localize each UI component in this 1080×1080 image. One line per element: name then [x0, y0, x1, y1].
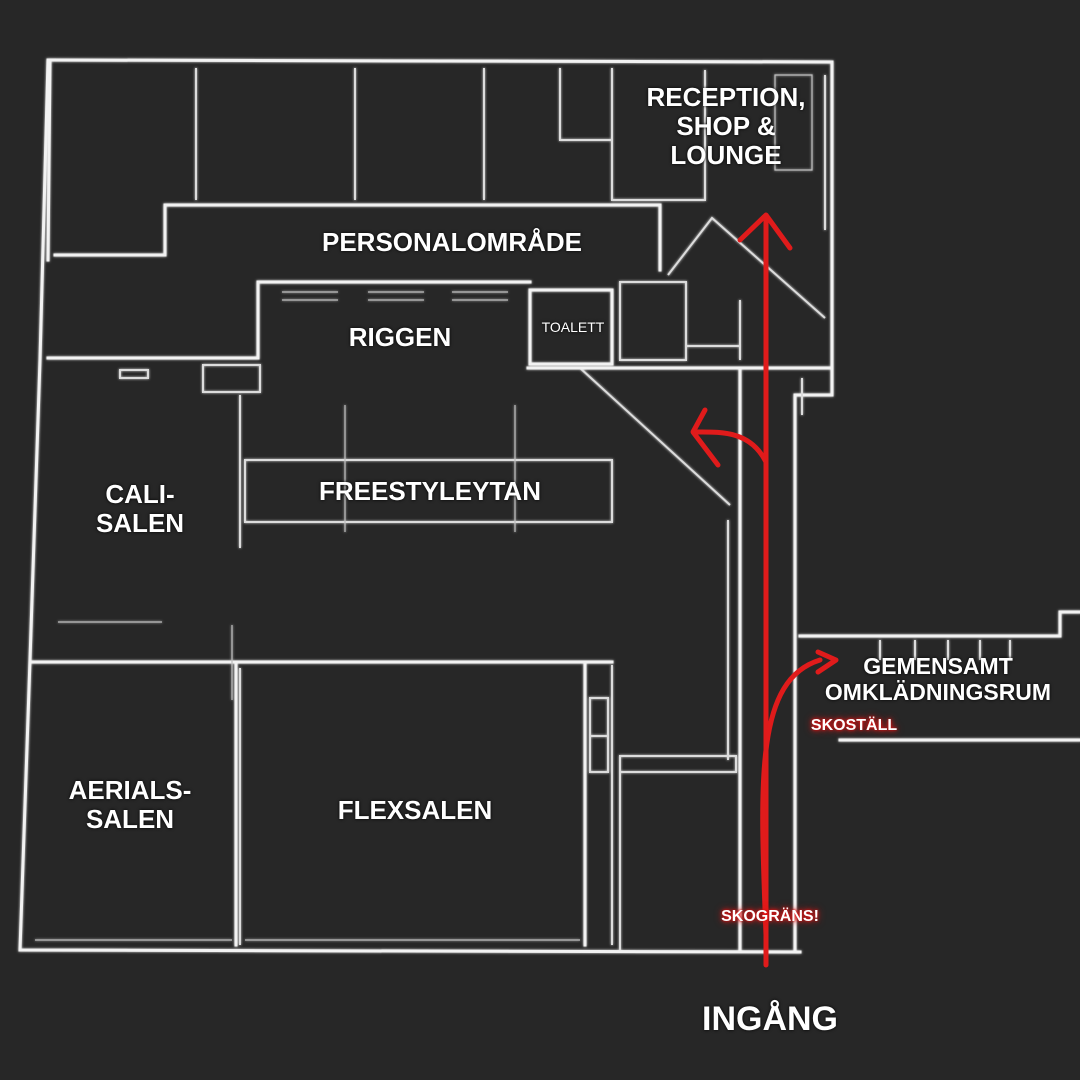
room-label-flexsalen: FLEXSALEN: [337, 795, 493, 825]
route-arrow-changing-head: [815, 649, 839, 675]
room-label-riggen: RIGGEN: [348, 322, 452, 352]
route-arrows: [690, 212, 839, 968]
room-label-aerials: AERIALS- SALEN: [68, 775, 192, 835]
room-label-reception: RECEPTION, SHOP & LOUNGE: [646, 82, 806, 171]
room-label-gemensamt: GEMENSAMT OMKLÄDNINGSRUM: [824, 653, 1052, 705]
route-arrow-changing: [760, 657, 823, 938]
room-label-toalett: TOALETT: [541, 319, 605, 335]
room-label-personalomrade: PERSONALOMRÅDE: [321, 227, 582, 257]
room-label-freestyleytan: FREESTYLEYTAN: [319, 476, 541, 506]
route-arrow-left: [692, 429, 769, 465]
entrance-label: INGÅNG: [702, 1000, 838, 1038]
room-label-cali: CALI- SALEN: [95, 479, 185, 539]
route-arrow-left-head: [690, 407, 721, 468]
note-skograns: SKOGRÄNS!: [721, 908, 819, 925]
note-skostall: SKOSTÄLL: [810, 717, 898, 734]
route-arrow-reception-head: [737, 212, 793, 251]
